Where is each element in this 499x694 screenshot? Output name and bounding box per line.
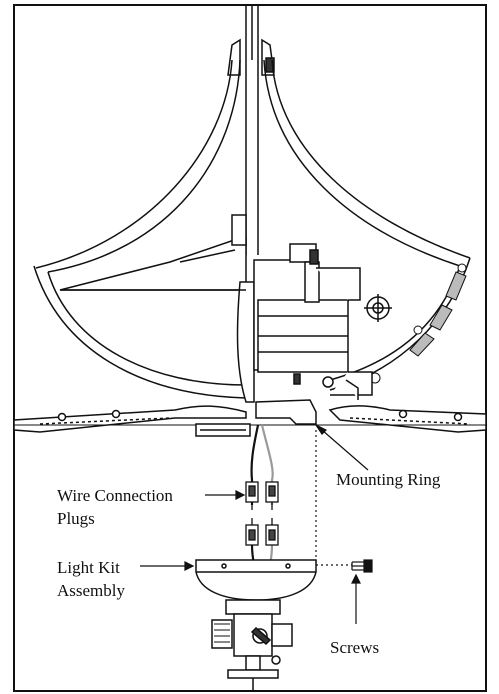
label-screws: Screws (330, 638, 379, 657)
wire-connection-plugs (245, 481, 279, 546)
motor-housing (59, 214, 255, 403)
screw-icon (351, 559, 373, 573)
label-light-kit-1: Light Kit (57, 558, 120, 577)
right-shell-detail (369, 263, 467, 384)
mounting-ring (195, 399, 317, 437)
left-shell (33, 59, 247, 399)
reverse-switch (293, 294, 392, 400)
top-collar (227, 38, 275, 76)
light-kit-leader (140, 561, 195, 571)
label-light-kit-2: Assembly (57, 581, 126, 600)
switch-housing (211, 599, 293, 691)
blade-arm-left (13, 405, 247, 433)
mounting-ring-leader (314, 423, 369, 471)
label-wire-connection-1: Wire Connection (57, 486, 173, 505)
downrod (245, 5, 259, 255)
motor-block (253, 243, 373, 396)
label-mounting-ring: Mounting Ring (336, 470, 441, 489)
screws-leader (351, 573, 361, 624)
alignment-guides (315, 430, 352, 566)
label-wire-connection-2: Plugs (57, 509, 95, 528)
light-kit-bowl (195, 559, 317, 601)
wire-plugs-leader (205, 490, 246, 500)
